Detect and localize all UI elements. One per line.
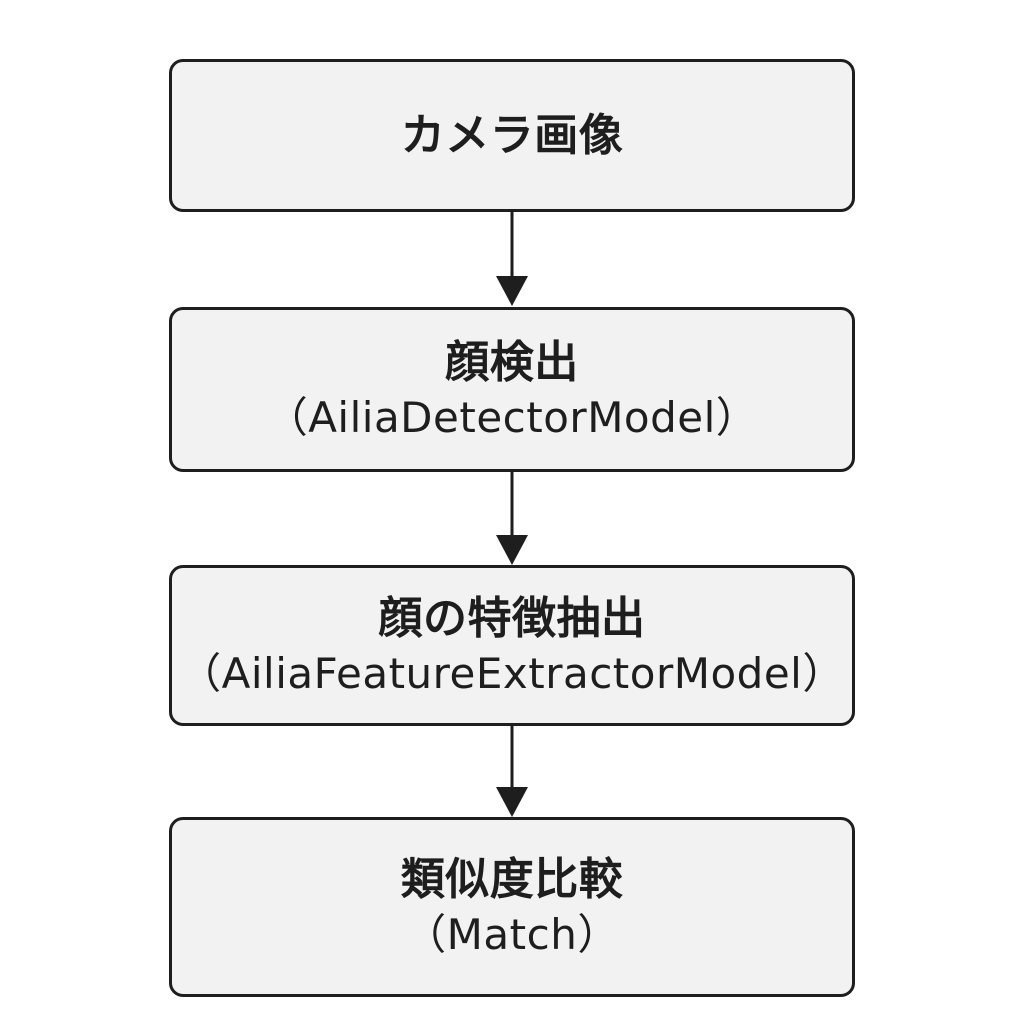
step-subtitle: （AiliaFeatureExtractorModel）	[179, 648, 845, 698]
step-title: 顔の特徴抽出	[378, 592, 646, 644]
arrow-3	[496, 726, 528, 817]
step-subtitle: （AiliaDetectorModel）	[265, 392, 759, 442]
step-face-detection: 顔検出 （AiliaDetectorModel）	[169, 307, 855, 472]
step-title: カメラ画像	[400, 109, 624, 161]
arrow-1	[496, 212, 528, 306]
step-title: 類似度比較	[400, 854, 624, 906]
step-subtitle: （Match）	[404, 910, 620, 960]
step-camera-image: カメラ画像	[169, 59, 855, 212]
step-similarity-comparison: 類似度比較 （Match）	[169, 817, 855, 997]
arrow-2	[496, 472, 528, 565]
step-feature-extraction: 顔の特徴抽出 （AiliaFeatureExtractorModel）	[169, 565, 855, 726]
step-title: 顔検出	[445, 336, 579, 388]
